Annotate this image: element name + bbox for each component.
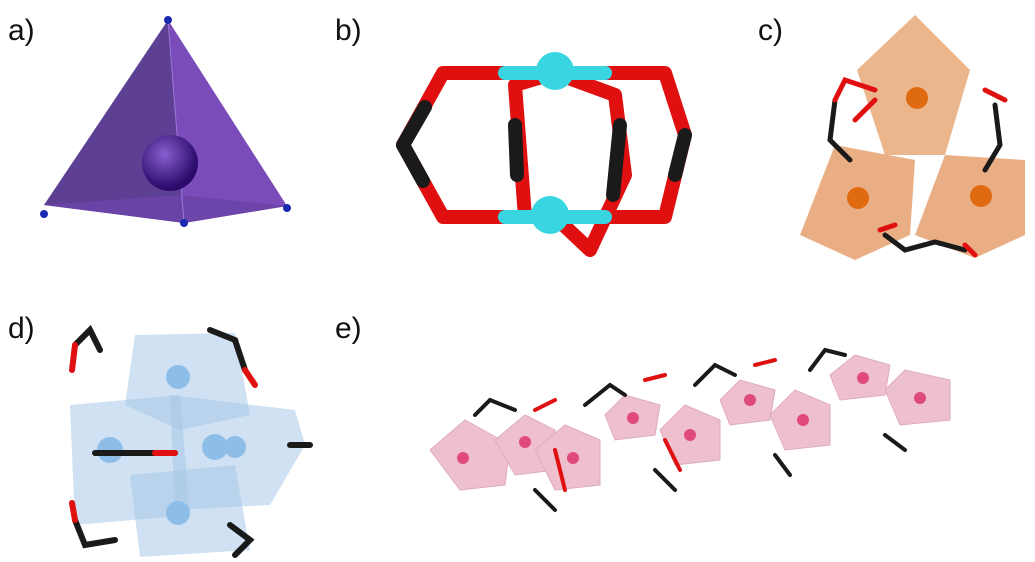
metal-atom	[457, 452, 469, 464]
metal-atom-top	[536, 52, 574, 90]
vertex-atom	[40, 210, 48, 218]
metal-atom	[914, 392, 926, 404]
metal-atom	[166, 365, 190, 389]
panel-label-b: b)	[335, 14, 362, 47]
tetra-face-right	[168, 20, 287, 223]
metal-atom	[567, 452, 579, 464]
vertex-atom	[164, 16, 172, 24]
metal-atom	[970, 185, 992, 207]
vertex-atom	[283, 204, 291, 212]
metal-atom	[847, 187, 869, 209]
metal-atom	[224, 436, 246, 458]
panel-label-e: e)	[335, 312, 362, 345]
central-atom	[142, 135, 198, 191]
octahedron	[857, 15, 970, 155]
metal-atom	[744, 394, 756, 406]
panel-label-a: a)	[8, 14, 35, 47]
panel-e-chain	[429, 347, 951, 512]
panel-d-cluster	[69, 324, 313, 558]
panel-c-octahedra	[800, 15, 1025, 260]
metal-atom	[797, 414, 809, 426]
polyhedron	[130, 465, 250, 557]
metal-atom	[857, 372, 869, 384]
octahedron	[915, 155, 1025, 258]
panel-label-c: c)	[758, 14, 783, 47]
octahedron	[429, 419, 511, 491]
metal-atom	[684, 429, 696, 441]
metal-atom	[519, 436, 531, 448]
vertex-atom	[180, 219, 188, 227]
metal-atom	[202, 434, 228, 460]
metal-atom	[627, 412, 639, 424]
metal-atom	[166, 501, 190, 525]
panel-a-tetrahedron	[40, 16, 291, 227]
metal-atom	[906, 87, 928, 109]
tetra-face-bottom	[44, 195, 287, 223]
panel-b-cage	[396, 52, 692, 257]
metal-atom-bottom	[531, 196, 569, 234]
tetra-face-left	[44, 20, 184, 223]
panel-label-d: d)	[8, 312, 35, 345]
